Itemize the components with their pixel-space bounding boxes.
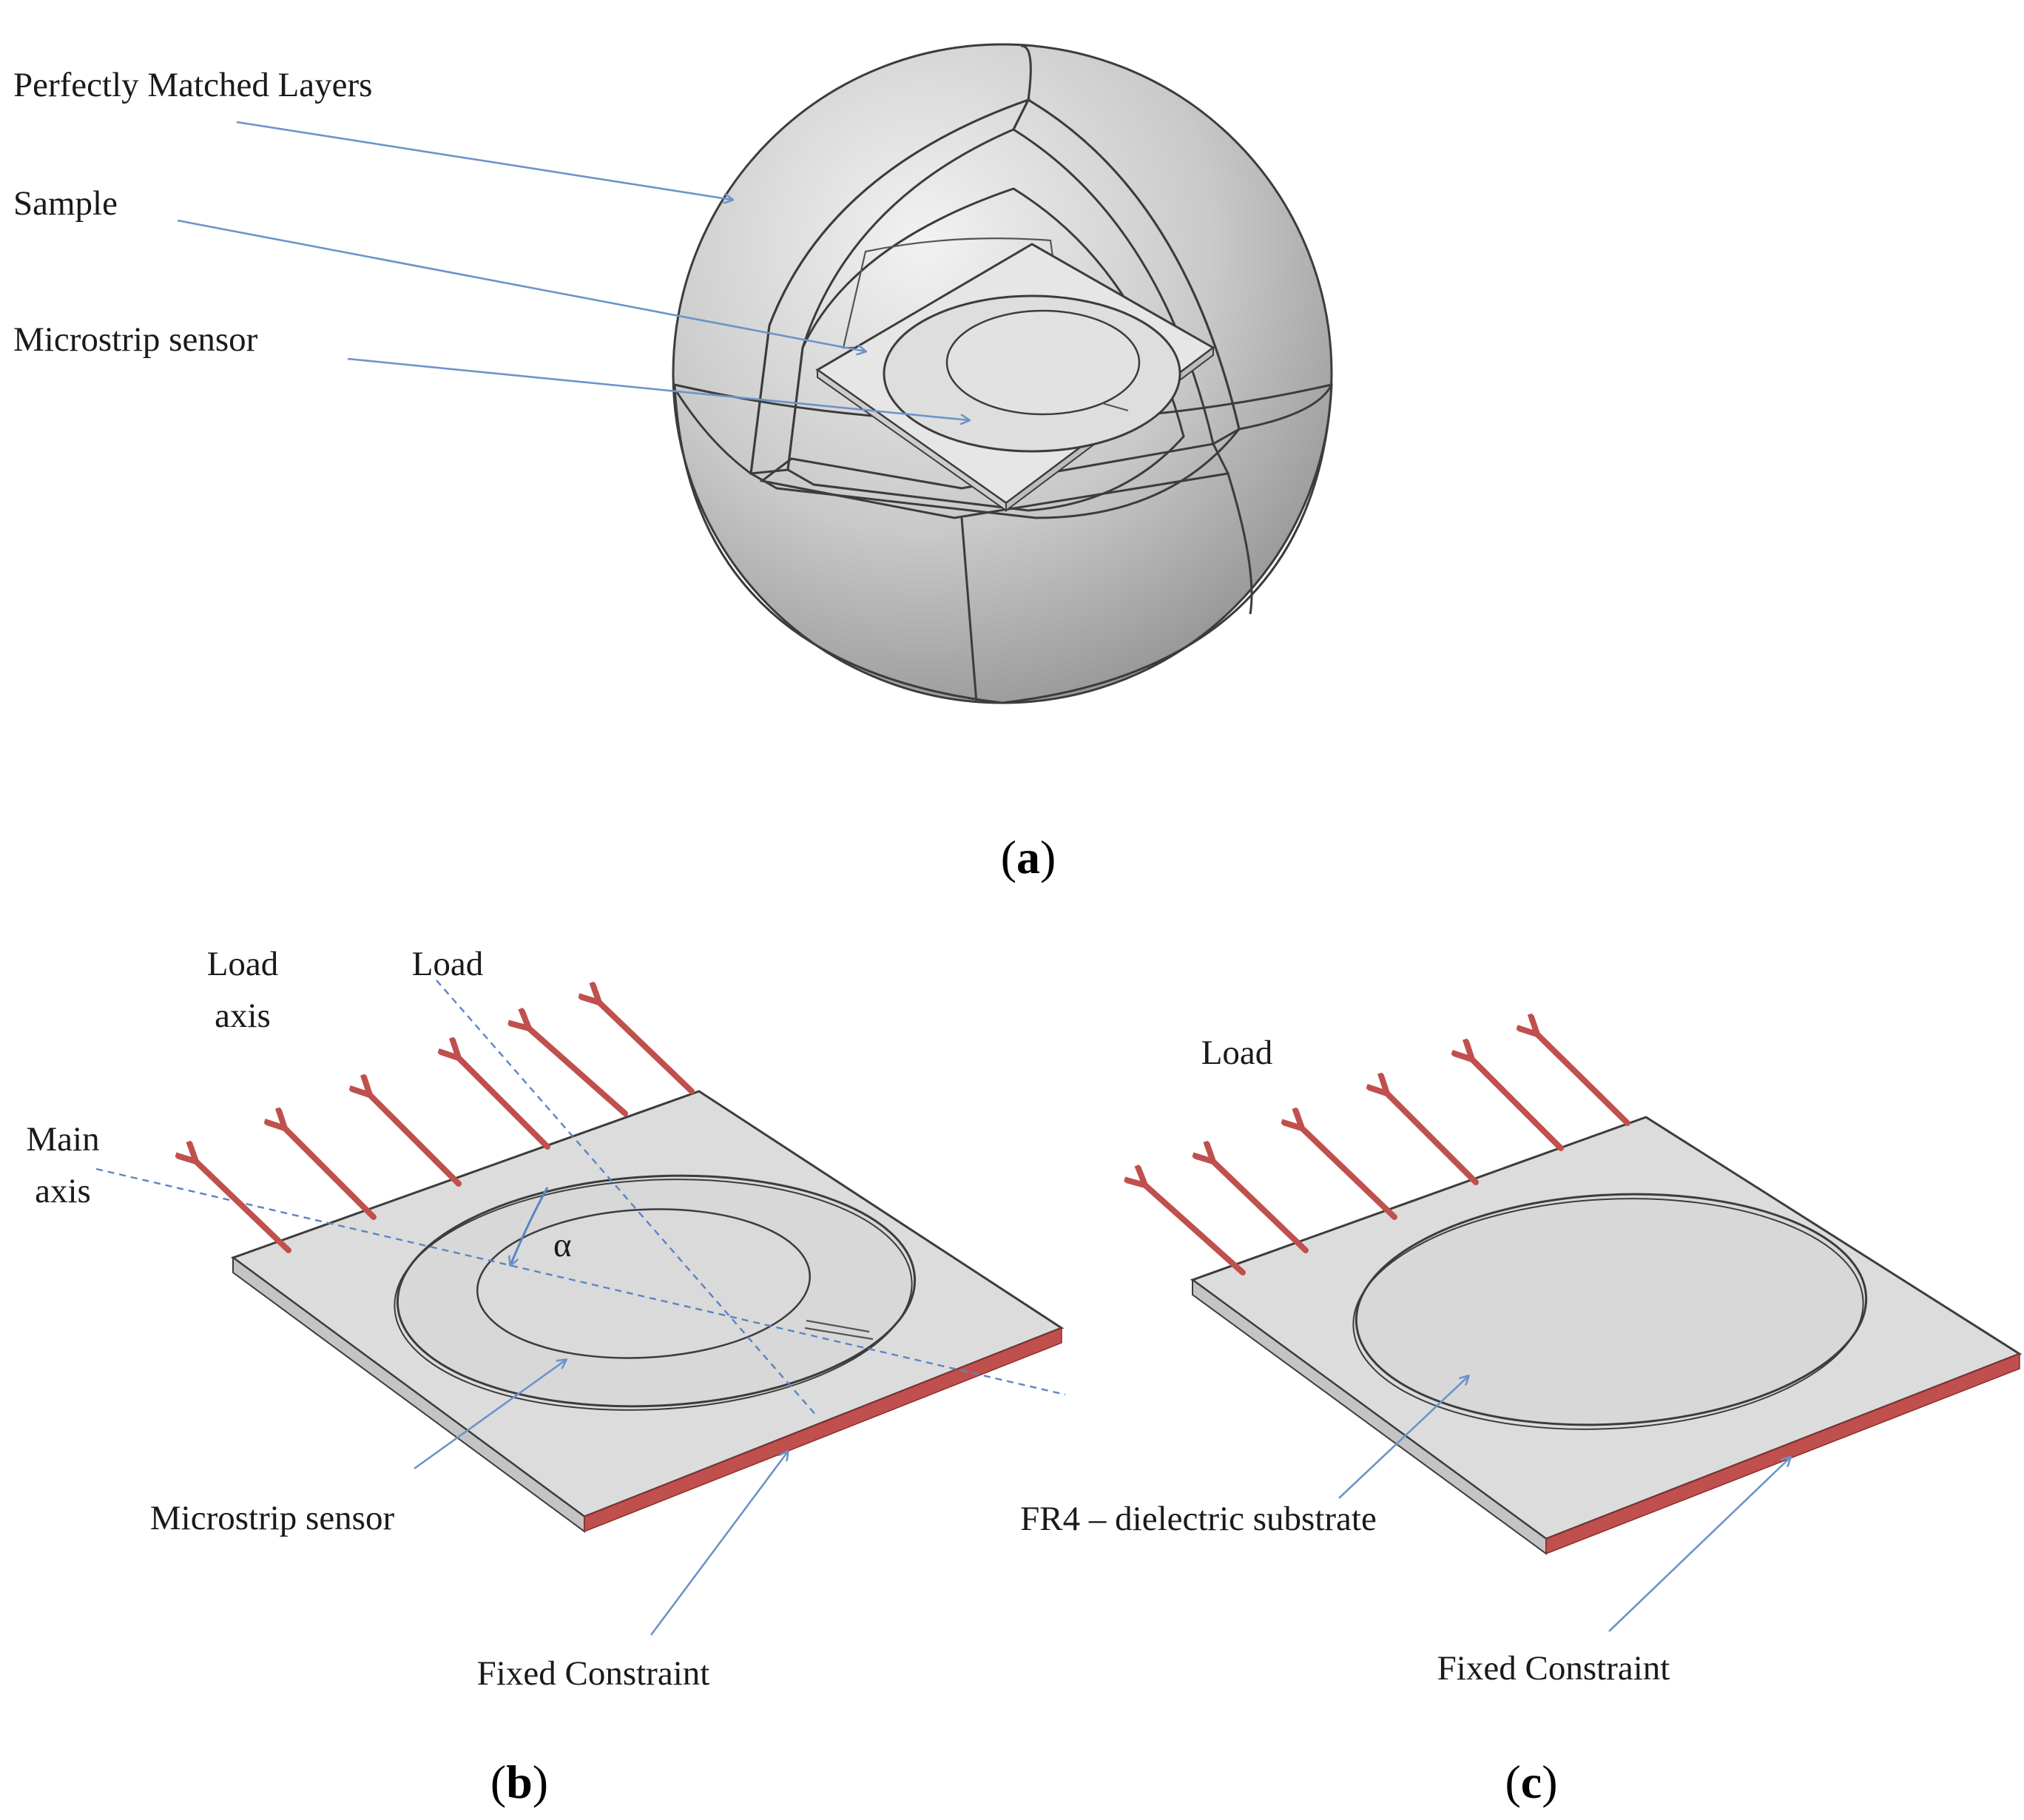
sensor-label-a: Microstrip sensor: [13, 320, 258, 359]
panel-c: Load FR4 – dielectric substrate Fixed Co…: [1020, 1034, 2023, 1808]
caption-a: (a): [1001, 831, 1056, 883]
fixed-label-b: Fixed Constraint: [477, 1654, 710, 1693]
sensor-leader-arrow-icon: [347, 357, 969, 420]
red-arrow-icon: [196, 1162, 291, 1253]
substrate-label: FR4 – dielectric substrate: [1020, 1500, 1377, 1538]
pml-leader-arrow-icon: [236, 121, 732, 200]
panel-b: α Load axis Load Main axis Microstrip se…: [26, 945, 1066, 1808]
fixed-leader-c-arrow-icon: [1608, 1457, 1790, 1632]
substrate-c: [1190, 1116, 2023, 1555]
caption-b-letter: b: [506, 1756, 533, 1808]
main-axis-label-line2: axis: [35, 1172, 91, 1210]
red-arrow-icon: [529, 1028, 628, 1116]
load-axis-label-line1: Load: [207, 945, 279, 983]
red-arrow-icon: [1387, 1093, 1479, 1185]
load-label-c: Load: [1201, 1034, 1273, 1072]
red-arrow-icon: [285, 1128, 377, 1220]
red-arrow-icon: [459, 1058, 550, 1150]
red-arrow-icon: [1302, 1128, 1397, 1220]
caption-a-letter: a: [1016, 831, 1040, 883]
substrate-leader-arrow-icon: [1338, 1376, 1468, 1499]
main-axis-label-line1: Main: [26, 1120, 99, 1159]
fixed-label-c: Fixed Constraint: [1437, 1649, 1670, 1688]
load-arrows-c: [1145, 1034, 1630, 1275]
alpha-label: α: [553, 1226, 572, 1264]
load-axis-label-line2: axis: [215, 997, 271, 1035]
fixed-constraint-edge-b: [584, 1327, 1062, 1533]
caption-b: (b): [490, 1756, 548, 1808]
sample-label: Sample: [13, 184, 118, 223]
sensor-label-b: Microstrip sensor: [150, 1499, 395, 1537]
main-axis-dashed-line: [95, 1167, 1066, 1396]
red-arrow-icon: [599, 1002, 695, 1094]
red-arrow-icon: [1537, 1034, 1630, 1126]
sensor-board-3d: [815, 243, 1215, 512]
red-arrow-icon: [1145, 1185, 1246, 1275]
sensor-leader-b-arrow-icon: [414, 1360, 566, 1470]
sample-leader-arrow-icon: [177, 219, 866, 351]
load-label-b: Load: [412, 945, 484, 983]
caption-c: (c): [1505, 1756, 1557, 1808]
red-arrow-icon: [1213, 1162, 1309, 1253]
load-arrows-b: [196, 1002, 695, 1253]
pml-label: Perfectly Matched Layers: [13, 66, 372, 104]
fixed-constraint-edge-c: [1545, 1352, 2020, 1555]
red-arrow-icon: [1472, 1059, 1564, 1151]
caption-c-letter: c: [1521, 1756, 1542, 1808]
panel-a: Perfectly Matched Layers Sample Microstr…: [13, 43, 1333, 883]
fixed-leader-b-arrow-icon: [650, 1452, 788, 1636]
red-arrow-icon: [370, 1095, 462, 1187]
load-axis-dashed-line: [436, 980, 818, 1418]
substrate-b: [230, 1090, 1065, 1533]
angle-arc: [510, 1187, 549, 1265]
